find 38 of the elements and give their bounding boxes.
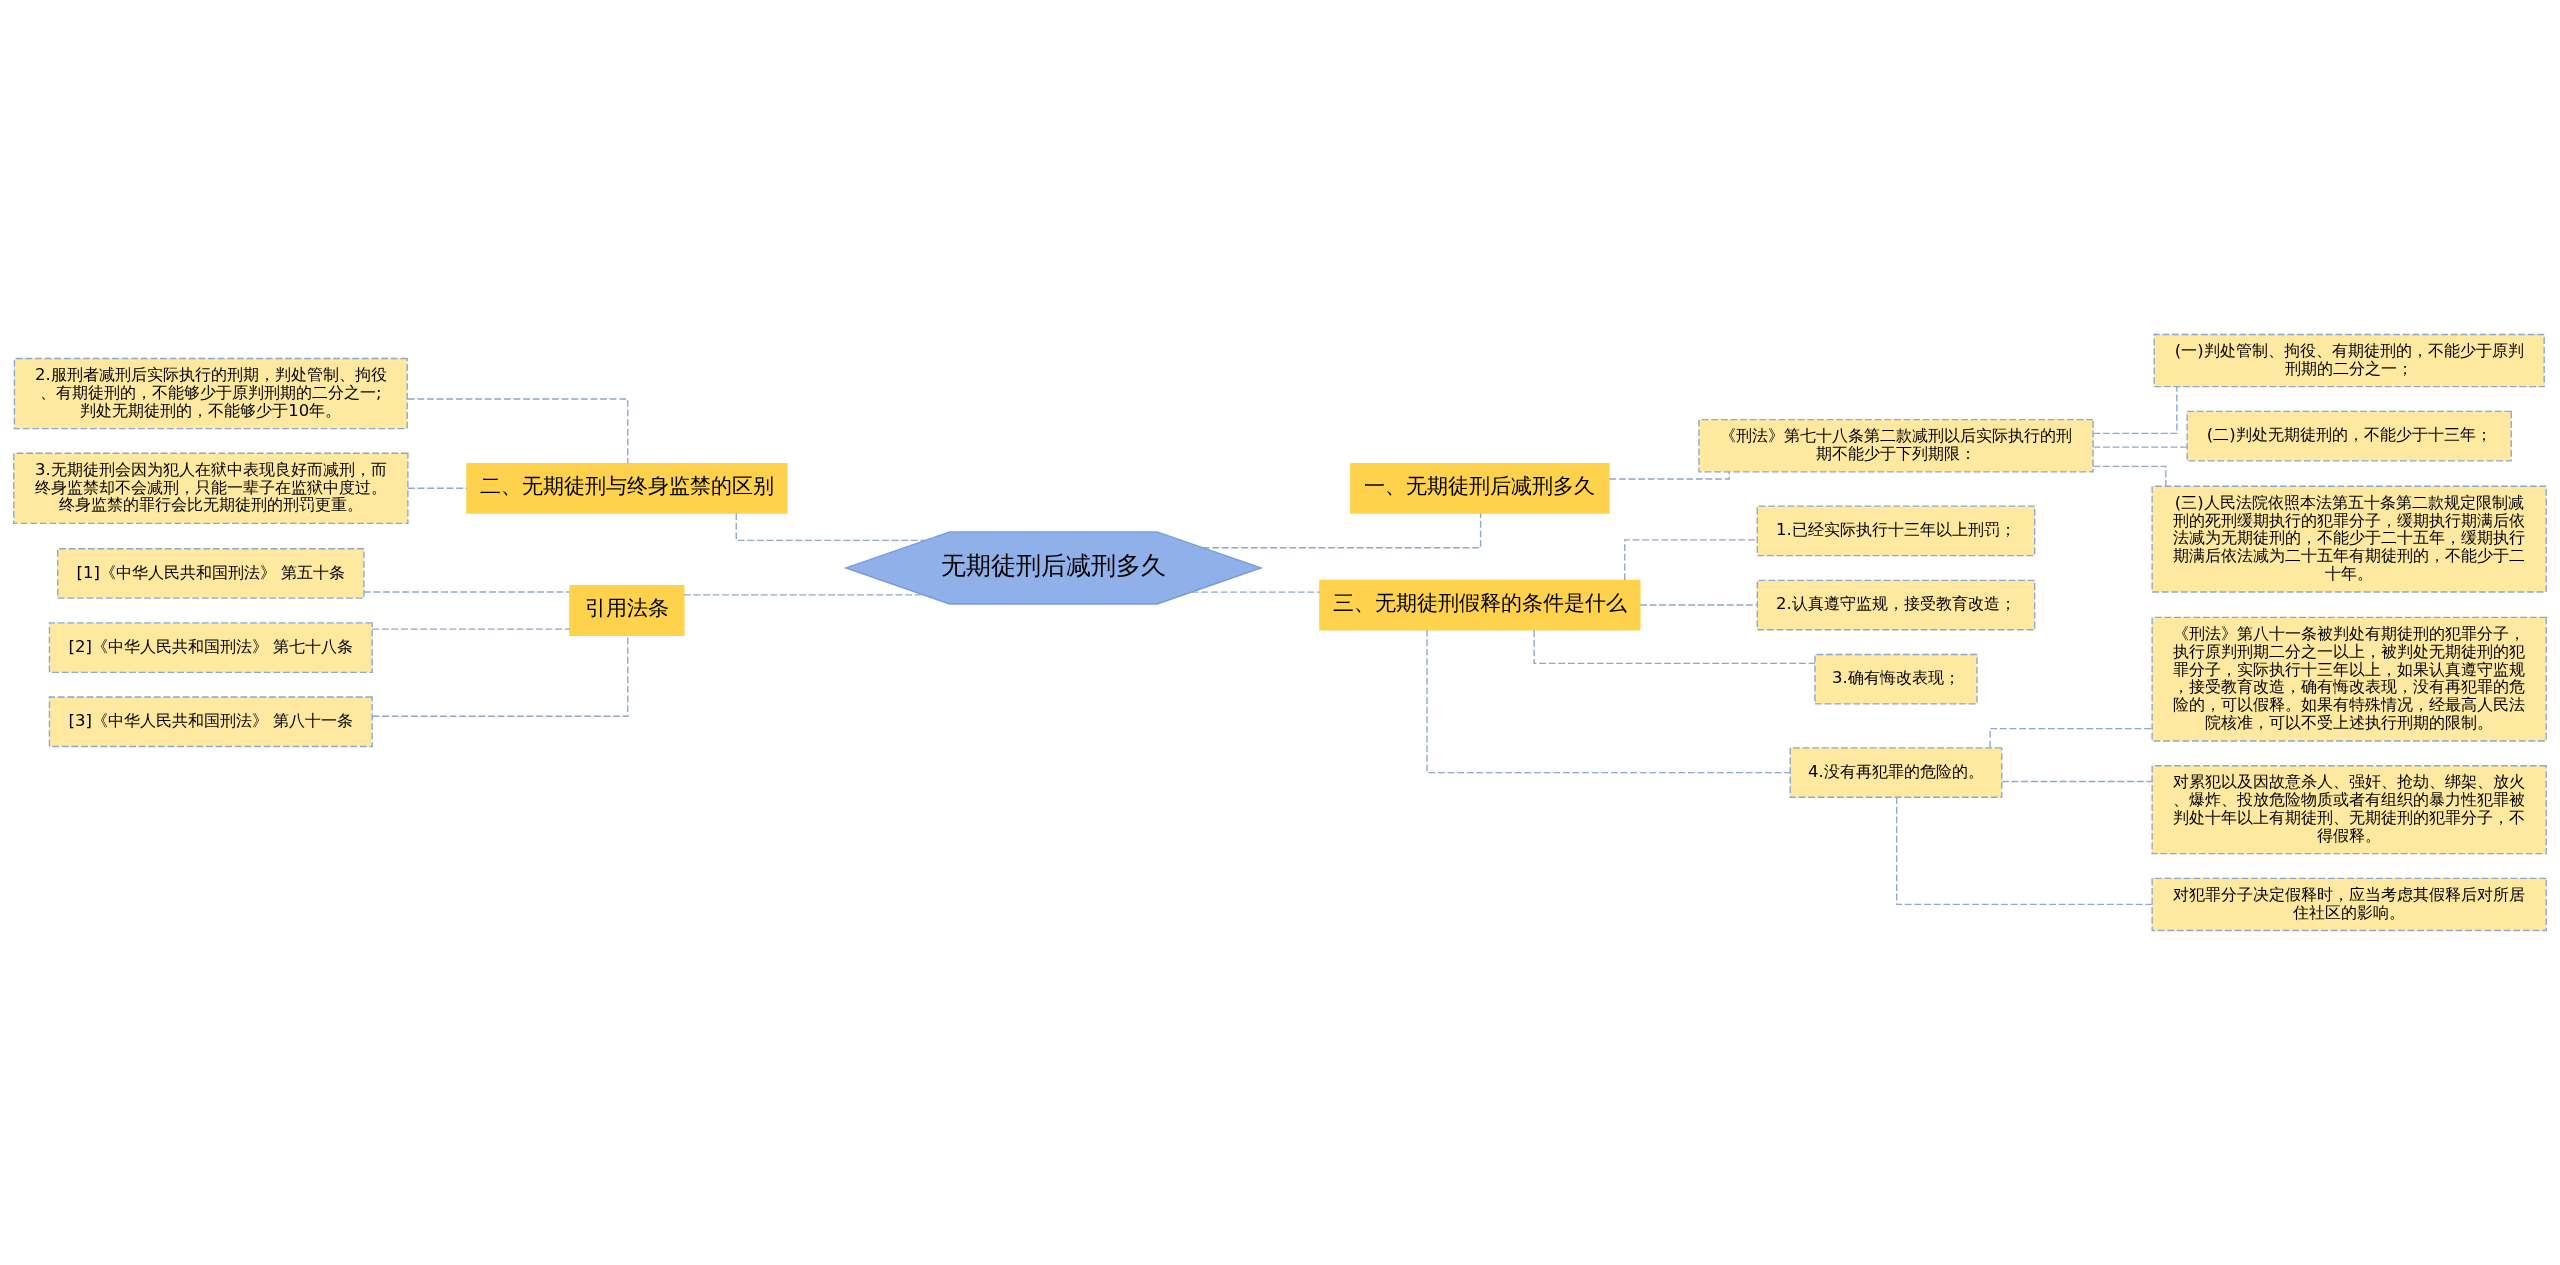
node-box: (二)判处无期徒刑的，不能少于十三年； (2186, 410, 2512, 462)
connector (407, 487, 468, 489)
node-box: (三)人民法院依照本法第五十条第二款规定限制减刑的死刑缓期执行的犯罪分子，缓期执行期满后依法减为无期徒刑的，不能少于二十五年，缓期执行期满后依法减为二十五年有期徒刑的，不能少于二十年。 (2151, 485, 2547, 593)
node-box: 对累犯以及因故意杀人、强奸、抢劫、绑架、放火、爆炸、投放危险物质或者有组织的暴力性犯罪被判处十年以上有期徒刑、无期徒刑的犯罪分子，不得假释。 (2151, 765, 2547, 855)
node-box: [2]《中华人民共和国刑法》 第七十八条 (48, 622, 373, 673)
connector (2092, 446, 2188, 448)
node-box: 二、无期徒刑与终身监禁的区别 (466, 462, 788, 514)
node-box: [1]《中华人民共和国刑法》 第五十条 (57, 548, 365, 599)
node-box: 4.没有再犯罪的危险的。 (1789, 747, 2003, 798)
node-box: 2.服刑者减刑后实际执行的刑期，判处管制、拘役、有期徒刑的，不能够少于原判刑期的二分之一;判处无期徒刑的，不能够少于10年。 (13, 357, 408, 430)
connector (1896, 796, 2153, 906)
connector (683, 594, 924, 596)
connector (1426, 629, 1791, 774)
connector (1639, 604, 1758, 606)
connector (2001, 780, 2153, 783)
node-box: 对犯罪分子决定假释时，应当考虑其假释后对所居住社区的影响。 (2151, 877, 2547, 932)
connector (2092, 386, 2178, 435)
node-box: 《刑法》第七十八条第二款减刑以后实际执行的刑期不能少于下列期限： (1698, 418, 2094, 473)
connector (1191, 591, 1321, 593)
connector (1202, 512, 1482, 549)
node-box: [3]《中华人民共和国刑法》 第八十一条 (48, 696, 373, 748)
connector (1533, 629, 1816, 665)
node-box: 3.确有悔改表现； (1814, 653, 1978, 705)
node-box: 1.已经实际执行十三年以上刑罚； (1756, 505, 2036, 557)
node-box: 《刑法》第八十一条被判处有期徒刑的犯罪分子，执行原判刑期二分之一以上，被判处无期徒刑的犯罪分子，实际执行十三年以上，如果认真遵守监规，接受教育改造，确有悔改表现，没有再犯罪的危险的，可以假释。如果有特殊情况，经最高人民法院核准，可以不受上述执行刑期的限制。 (2151, 616, 2547, 742)
connector (407, 398, 629, 465)
node-box: 引用法条 (569, 585, 685, 636)
connector (1989, 727, 2153, 749)
node-box: (一)判处管制、拘役、有期徒刑的，不能少于原判刑期的二分之一； (2153, 333, 2545, 388)
connector (1624, 539, 1758, 581)
connector (371, 628, 571, 630)
connector (363, 591, 571, 593)
connector (1608, 471, 1730, 480)
node-box: 2.认真遵守监规，接受教育改造； (1756, 579, 2036, 631)
node-box: 3.无期徒刑会因为犯人在狱中表现良好而减刑，而终身监禁却不会减刑，只能一辈子在监狱中度过。终身监禁的罪行会比无期徒刑的刑罚更重。 (13, 452, 409, 524)
node-box: 三、无期徒刑假释的条件是什么 (1319, 579, 1641, 631)
node-box: 一、无期徒刑后减刑多久 (1350, 462, 1610, 514)
connector (2092, 465, 2167, 487)
